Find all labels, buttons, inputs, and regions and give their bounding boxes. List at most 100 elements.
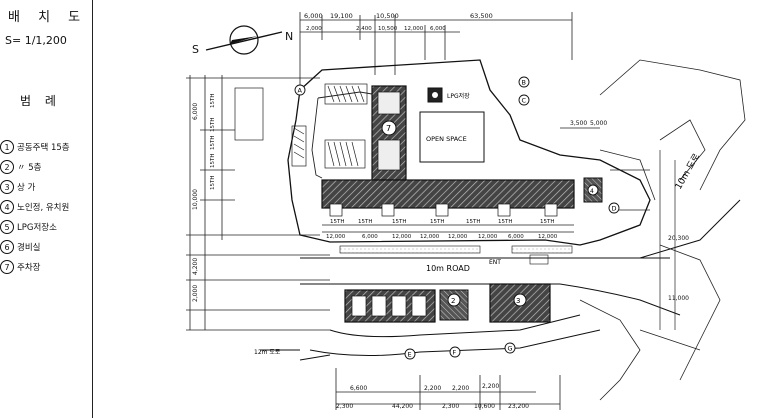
dimension-label: 12,000 — [404, 26, 424, 32]
open-space-label: OPEN SPACE — [426, 135, 467, 143]
dimension-label: 19,100 — [330, 12, 353, 20]
dimension-label: 2,300 — [336, 403, 353, 410]
bottom-road-label: 12m 도로 — [254, 349, 281, 356]
legend-item-number: 7 — [0, 260, 14, 274]
dimension-label: 12,000 — [478, 234, 498, 240]
inner-road — [311, 91, 373, 179]
slab-dimension-lines — [322, 224, 574, 233]
legend-item-number: 6 — [0, 240, 14, 254]
dimension-label: 4,200 — [192, 258, 199, 275]
floor-label: 15TH — [210, 94, 216, 109]
building-1-tower-vertical: 7 — [371, 85, 407, 181]
legend-item-label: 공동주택 15층 — [17, 143, 70, 153]
svg-text:4: 4 — [590, 188, 594, 195]
parking-strip-road — [339, 245, 573, 265]
svg-text:7: 7 — [386, 124, 391, 133]
floor-label: 15TH — [498, 219, 513, 225]
building-2-lower: 2 3 — [344, 283, 551, 323]
grid-marker-label: E — [408, 351, 412, 359]
dimension-label: 6,000 — [192, 103, 199, 120]
floor-label: 15TH — [540, 219, 555, 225]
legend-item-label: 〃 5층 — [17, 163, 42, 173]
dimension-label: 12,000 — [538, 234, 558, 240]
entrance-label: ENT — [489, 259, 501, 266]
legend-item: 2〃 5층 — [0, 160, 41, 174]
grid-marker-circle — [449, 346, 461, 358]
floor-label: 15TH — [330, 219, 345, 225]
dimension-label: 12,000 — [392, 234, 412, 240]
floor-label: 15TH — [358, 219, 373, 225]
legend-item-label: 노인정, 유치원 — [17, 203, 70, 213]
dimension-label: 10,500 — [378, 26, 398, 32]
dimension-label: 2,200 — [452, 385, 469, 392]
legend-item-number: 5 — [0, 220, 14, 234]
dimension-label: 2,000 — [192, 285, 199, 302]
grid-marker-circle — [504, 342, 516, 354]
dimension-label: 6,000 — [430, 26, 446, 32]
dimension-label: 23,200 — [508, 403, 529, 410]
compass-south-label: S — [192, 43, 199, 56]
dimension-label: 2,200 — [482, 383, 499, 390]
dimension-label: 6,000 — [508, 234, 524, 240]
dimension-label: 63,500 — [470, 12, 493, 20]
dimension-label: 2,300 — [442, 403, 459, 410]
dimension-label: 12,000 — [420, 234, 440, 240]
floor-label: 15TH — [466, 219, 481, 225]
left-dimension-labels: 6,000 10,000 4,200 2,000 — [192, 103, 199, 302]
bottom-dimension-labels-row1: 6,600 2,200 2,200 2,200 — [350, 383, 499, 392]
svg-text:2: 2 — [451, 297, 455, 305]
top-dimension-labels-row2: 2,000 2,400 10,500 12,000 6,000 — [306, 26, 446, 32]
dimension-label: 12,000 — [448, 234, 468, 240]
grid-marker-circle — [518, 94, 530, 106]
floor-label: 15TH — [210, 154, 216, 169]
legend-item-label: LPG저장소 — [17, 223, 57, 233]
dimension-label: 2,400 — [356, 26, 372, 32]
dimension-label: 44,200 — [392, 403, 413, 410]
grid-marker-label: A — [298, 87, 303, 95]
dimension-label: 12,000 — [326, 234, 346, 240]
legend-scale: S= 1/1,200 — [5, 34, 67, 47]
grid-marker-label: B — [522, 79, 526, 87]
legend-title: 배 치 도 — [8, 10, 88, 25]
floor-label: 15TH — [210, 136, 216, 151]
dimension-label: 3,500 — [570, 120, 587, 127]
north-arrow-icon: S N — [192, 25, 293, 56]
grid-marker-circle — [518, 76, 530, 88]
dimension-label: 10,500 — [376, 12, 399, 20]
svg-text:3: 3 — [516, 297, 520, 305]
floor-label: 15TH — [210, 176, 216, 191]
dimension-label: 2,000 — [306, 26, 322, 32]
grid-marker-circle — [404, 348, 416, 360]
parking-stalls-left — [234, 83, 368, 169]
legend-item-label: 경비실 — [17, 243, 41, 253]
dimension-label: 10,000 — [192, 189, 199, 210]
bottom-road — [260, 314, 601, 361]
grid-marker-label: F — [453, 349, 457, 357]
lpg-label: LPG저장 — [447, 92, 470, 100]
legend-heading: 범 례 — [20, 94, 61, 108]
legend-item-number: 2 — [0, 160, 14, 174]
legend-item-label: 상 가 — [17, 183, 36, 193]
legend-item-label: 주차장 — [17, 263, 41, 273]
dimension-label: 2,200 — [424, 385, 441, 392]
floor-label: 15TH — [430, 219, 445, 225]
grid-marker-label: C — [522, 97, 527, 105]
grid-marker-circle — [294, 84, 306, 96]
dimension-label: 6,600 — [350, 385, 367, 392]
grid-marker-circle — [608, 202, 620, 214]
grid-marker-label: D — [612, 205, 617, 213]
bottom-dimension-lines — [335, 368, 561, 410]
